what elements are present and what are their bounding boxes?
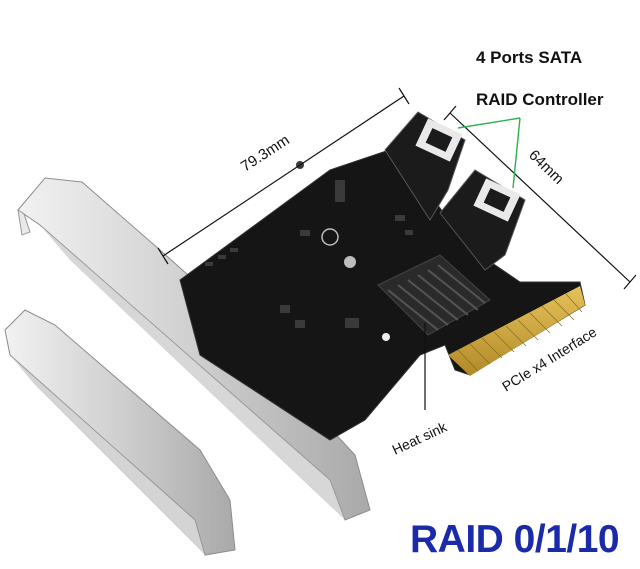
height-dimension-label: 64mm <box>525 147 567 188</box>
low-profile-bracket <box>4 309 236 556</box>
raid-levels-label: RAID 0/1/10 <box>410 518 620 561</box>
callout-pointer-lines <box>457 117 521 189</box>
pcie-gold-fingers <box>448 286 585 376</box>
height-dimension-line <box>443 105 637 290</box>
led-icon <box>382 333 390 341</box>
heat-sink <box>377 254 491 336</box>
sata-port-1 <box>384 111 466 221</box>
heat-sink-label: Heat sink <box>390 418 451 458</box>
sata-port-2 <box>439 169 526 271</box>
width-dimension-label: 79.3mm <box>238 132 293 176</box>
ce-mark-icon <box>321 228 339 246</box>
jumper-header <box>335 180 345 202</box>
width-dimension-line <box>157 87 410 265</box>
title-line-1: 4 Ports SATA <box>476 48 583 67</box>
pcb-board <box>179 147 586 441</box>
full-height-bracket <box>17 177 371 521</box>
title-line-2: RAID Controller <box>476 90 604 109</box>
rohs-mark-icon <box>344 256 356 268</box>
